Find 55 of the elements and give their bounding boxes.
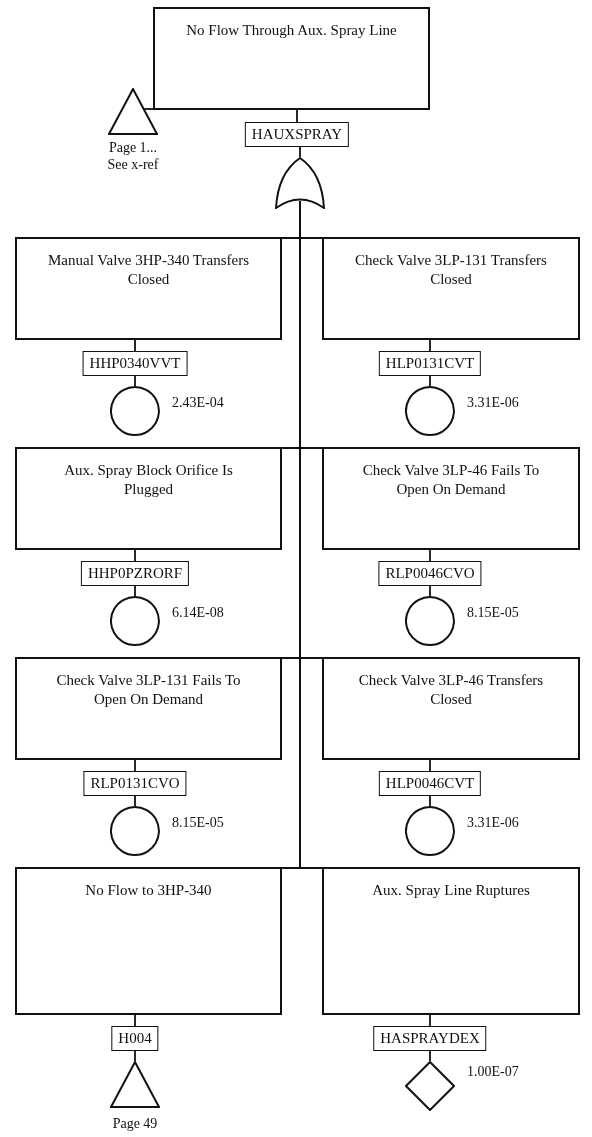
event-text: Check Valve 3LP-46 Fails To Open On Demand [361,461,541,499]
page-reference: Page 1... See x-ref [106,139,160,173]
event-text: Manual Valve 3HP-340 Transfers Closed [47,251,250,289]
connector-line [134,759,136,772]
connector-line [429,1014,431,1027]
event-id-tag: HHP0340VVT [82,351,188,376]
event-id-tag: RLP0046CVO [378,561,482,586]
event-text: No Flow Through Aux. Spray Line [185,21,398,40]
connector-line [134,549,136,562]
connector-line [429,795,431,807]
event-text: Aux. Spray Block Orifice Is Plugged [63,461,234,499]
event-id-tag: HHP0PZRORF [80,561,190,586]
event-box [153,7,430,110]
event-id-tag: H004 [111,1026,159,1051]
connector-line [299,146,301,158]
probability-value: 1.00E-07 [467,1063,519,1080]
connector-line [134,1050,136,1062]
connector-line [134,585,136,597]
probability-value: 3.31E-06 [467,814,519,831]
event-box [322,237,580,340]
event-id-tag: HLP0131CVT [378,351,482,376]
connector-line [429,549,431,562]
connector-line [429,375,431,387]
event-box [322,447,580,550]
event-box [322,657,580,760]
event-text: No Flow to 3HP-340 [84,881,213,900]
probability-value: 8.15E-05 [467,604,519,621]
probability-value: 3.31E-06 [467,394,519,411]
event-box [15,657,282,760]
connector-line [429,1050,431,1062]
event-text: Check Valve 3LP-131 Fails To Open On Demand [55,671,242,709]
event-id-tag: HASPRAYDEX [373,1026,487,1051]
connector-line [296,109,298,123]
event-box [15,867,282,1015]
connector-line [134,795,136,807]
connector-line [134,339,136,352]
connector-line [134,1014,136,1027]
event-text: Check Valve 3LP-46 Transfers Closed [357,671,545,709]
connector-line [143,108,154,110]
event-box [15,237,282,340]
connector-line [134,375,136,387]
event-box [15,447,282,550]
connector-line [429,759,431,772]
event-text: Check Valve 3LP-131 Transfers Closed [354,251,548,289]
page-reference: Page 49 [111,1115,159,1132]
probability-value: 8.15E-05 [172,814,224,831]
event-box [322,867,580,1015]
event-id-tag: RLP0131CVO [83,771,187,796]
connector-line [429,339,431,352]
connector-line [429,585,431,597]
event-id-tag: HLP0046CVT [378,771,482,796]
event-id-tag: HAUXSPRAY [244,122,350,147]
probability-value: 6.14E-08 [172,604,224,621]
event-text: Aux. Spray Line Ruptures [371,881,531,900]
probability-value: 2.43E-04 [172,394,224,411]
